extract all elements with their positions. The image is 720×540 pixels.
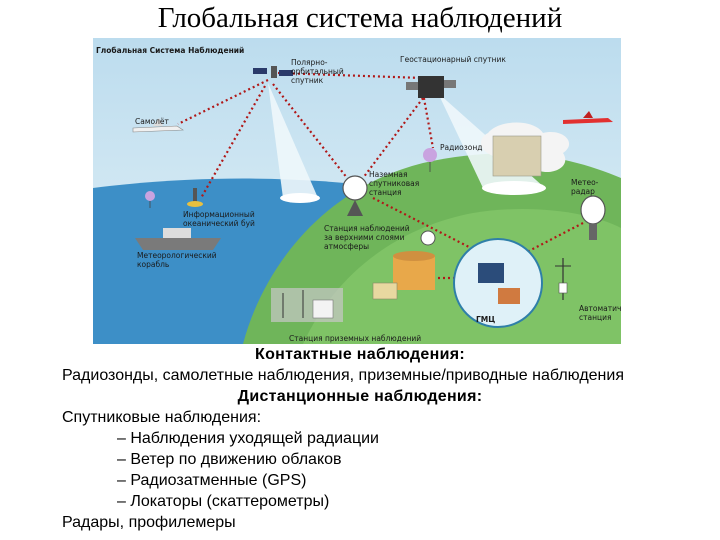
balloon-left-icon — [145, 191, 155, 208]
ground-station-dish-icon — [342, 175, 368, 216]
polar-beam-base — [280, 193, 320, 203]
polar-satellite-label: Полярно- орбитальный спутник — [291, 58, 344, 85]
link-polar-ground — [272, 83, 356, 189]
slide-title: Глобальная система наблюдений — [157, 2, 563, 34]
satellite-item: – Ветер по движению облаков — [117, 451, 342, 468]
surface-station-icon — [271, 288, 343, 322]
contact-heading: Контактные наблюдения: — [255, 346, 465, 363]
ship-icon — [135, 228, 221, 250]
automatic-station-label: Автоматическая станция — [579, 304, 621, 322]
airplane-label: Самолёт — [135, 117, 169, 126]
polar-satellite-icon — [253, 66, 293, 78]
airplane-left-icon — [132, 118, 184, 133]
building-icon — [372, 282, 398, 300]
weather-map — [492, 135, 542, 177]
gtc-label: ГМЦ — [476, 315, 496, 324]
geostationary-satellite-label: Геостационарный спутник — [400, 55, 506, 64]
satellite-item: – Локаторы (скаттерометры) — [117, 493, 330, 510]
radiosonde-label: Радиозонд — [440, 143, 483, 152]
link-polar-plane — [177, 79, 269, 125]
meteoradar-dish-icon — [580, 195, 606, 240]
remote-heading: Дистанционные наблюдения: — [237, 388, 483, 405]
buoy-icon — [187, 188, 203, 207]
contact-list: Радиозонды, самолетные наблюдения, призе… — [62, 367, 624, 384]
diagram-illustration — [93, 38, 621, 344]
geo-beam-base — [482, 181, 546, 195]
upper-air-station-label: Станция наблюдений за верхними слоями ат… — [324, 224, 410, 251]
diagram-header-label: Глобальная Система Наблюдений — [96, 46, 245, 55]
buoy-label: Информационный океанический буй — [183, 210, 255, 228]
observing-system-diagram: Глобальная Система Наблюдений Полярно- о… — [93, 38, 621, 344]
ground-station-label: Наземная спутниковая станция — [369, 170, 420, 197]
airplane-right-icon — [563, 111, 613, 124]
link-polar-geo — [277, 71, 424, 80]
link-geo-radiosonde — [421, 92, 435, 149]
polar-beam — [268, 83, 318, 198]
link-radar-gtc — [524, 222, 584, 254]
meteoradar-label: Метео- радар — [571, 178, 599, 196]
geostationary-satellite-icon — [406, 76, 456, 98]
ship-label: Метеорологический корабль — [137, 251, 217, 269]
satellite-heading: Спутниковые наблюдения: — [62, 409, 262, 426]
link-ground-gtc — [372, 197, 472, 249]
surface-station-label: Станция приземных наблюдений — [289, 334, 422, 343]
upper-air-station-icon — [393, 230, 436, 290]
radars-line: Радары, профилемеры — [62, 514, 236, 531]
satellite-item: – Наблюдения уходящей радиации — [117, 430, 379, 447]
link-polar-buoy — [200, 85, 266, 199]
gtc-globe-icon — [453, 238, 543, 328]
link-geo-ground — [362, 97, 424, 179]
automatic-station-icon — [555, 258, 571, 300]
radiosonde-icon — [423, 148, 437, 172]
satellite-item: – Радиозатменные (GPS) — [117, 472, 307, 489]
